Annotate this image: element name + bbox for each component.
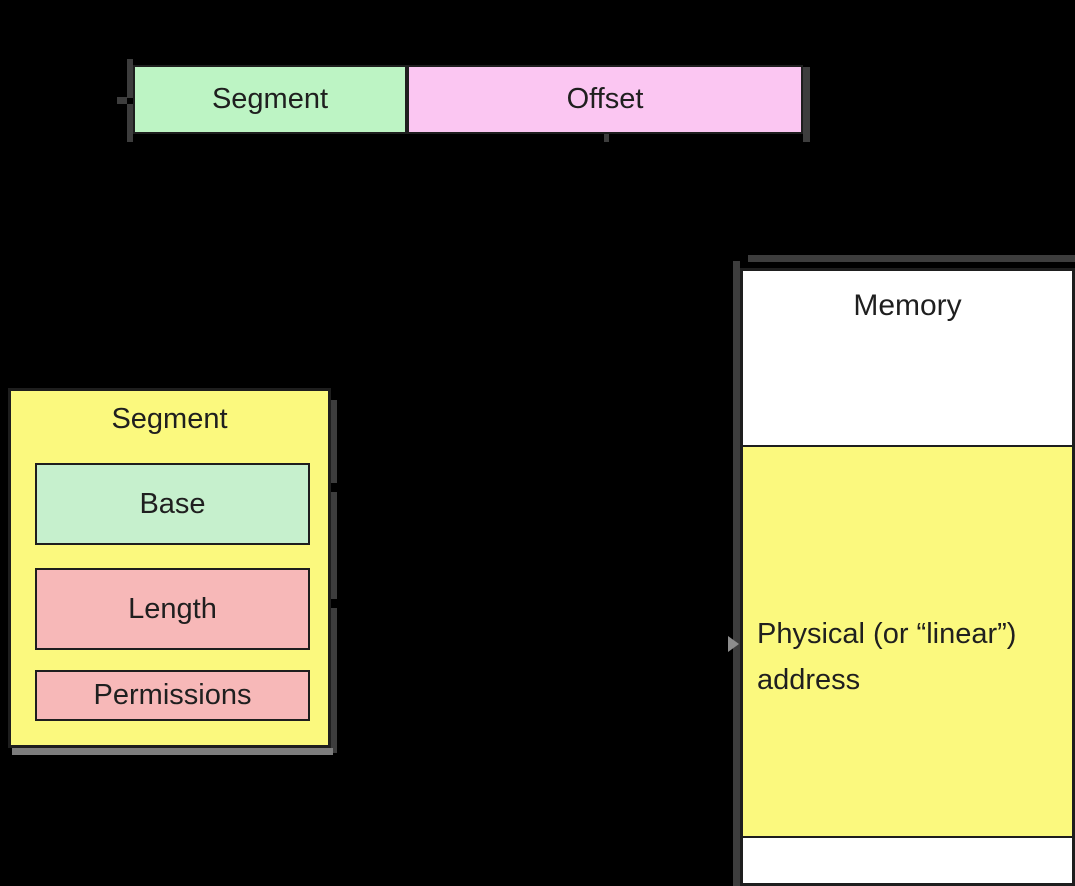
base-field-label: Base [139,487,206,520]
bar-right-edge-stub [803,67,810,142]
offset-cell-label: Offset [566,83,644,116]
virtual-address-segment-cell: Segment [133,65,407,134]
physical-address-arrowhead [728,636,739,652]
descriptor-length-arrow-notch [331,599,337,608]
physical-address-label-line2: address [757,664,861,696]
physical-address-label: Physical (or “linear”) address [757,611,1064,703]
physical-address-region: Physical (or “linear”) address [743,445,1072,838]
memory-top-shadow [748,255,1075,262]
memory-header-section: Memory [743,271,1072,445]
length-field-label: Length [128,592,217,625]
physical-address-label-line1: Physical (or “linear”) [757,618,1017,650]
descriptor-base-arrow-notch [331,483,337,492]
memory-left-shadow [733,261,740,886]
virtual-address-bar: Segment Offset [133,65,803,134]
descriptor-field-base: Base [35,463,310,545]
descriptor-bottom-shadow [12,748,333,755]
segment-descriptor-title: Segment [111,403,228,435]
descriptor-field-permissions: Permissions [35,670,310,721]
descriptor-field-length: Length [35,568,310,650]
incoming-arrow-stub-left [117,97,127,104]
offset-arrow-stub-down [604,134,609,142]
descriptor-right-shadow [331,400,337,753]
virtual-address-offset-cell: Offset [407,65,803,134]
memory-column: Memory Physical (or “linear”) address [740,268,1075,886]
segment-cell-label: Segment [211,83,329,116]
segment-descriptor-card: Segment Base Length Permissions [8,388,331,748]
permissions-field-label: Permissions [93,679,252,711]
memory-footer-section [743,838,1072,883]
bar-left-edge-notch [127,98,133,104]
memory-title: Memory [853,289,962,322]
